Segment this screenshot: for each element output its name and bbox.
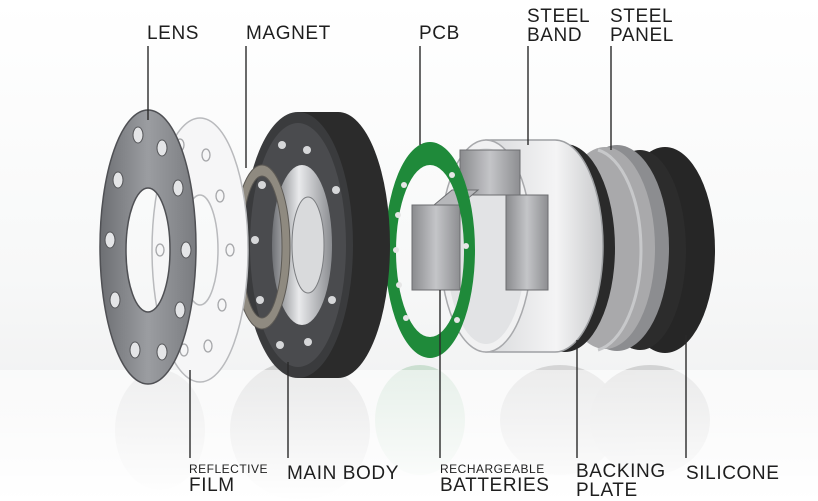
- label-steel-band: STEEL BAND: [527, 6, 591, 46]
- label-steel-panel: STEEL PANEL: [610, 6, 674, 46]
- reflection-fade: [0, 370, 818, 501]
- main-body-part: [243, 112, 390, 378]
- label-backing-plate: BACKING PLATE: [576, 461, 666, 501]
- rechargeable-batteries-part: [411, 149, 549, 291]
- pcb-part: [385, 142, 475, 358]
- leader-lines: [147, 46, 687, 458]
- label-magnet: MAGNET: [246, 23, 331, 44]
- label-silicone: SILICONE: [686, 463, 780, 484]
- label-lens: LENS: [147, 23, 200, 44]
- label-main-body: MAIN BODY: [287, 463, 400, 484]
- lens-part: [99, 109, 197, 385]
- label-pcb: PCB: [419, 23, 460, 44]
- label-rechargeable-batteries: RECHARGEABLE BATTERIES: [440, 462, 550, 496]
- label-reflective-film: REFLECTIVE FILM: [189, 462, 269, 496]
